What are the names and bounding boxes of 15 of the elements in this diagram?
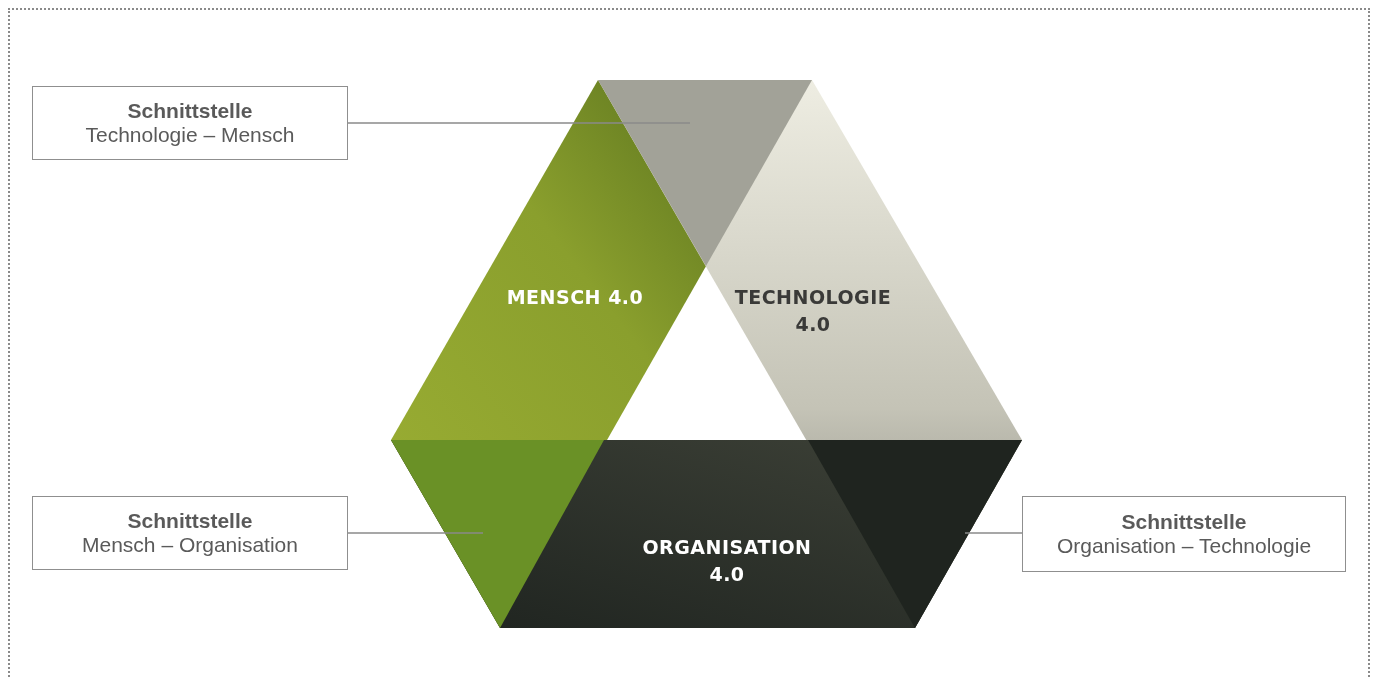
band-title: TECHNOLOGIE 4.0 [733,285,893,337]
label-text: Mensch – Organisation [82,533,298,557]
leader-line [347,122,691,124]
label-text: Technologie – Mensch [85,123,295,147]
leader-line [964,532,1023,534]
label-box [32,86,348,160]
label-heading: Schnittstelle [127,99,253,123]
label-text: Organisation – Technologie [1056,534,1312,558]
label-box [32,496,348,570]
band-title: ORGANISATION 4.0 [642,535,812,587]
label-box [1022,496,1346,572]
label-heading: Schnittstelle [127,509,253,533]
band-title: MENSCH 4.0 [505,285,645,310]
label-heading: Schnittstelle [1121,510,1247,534]
leader-line [347,532,484,534]
